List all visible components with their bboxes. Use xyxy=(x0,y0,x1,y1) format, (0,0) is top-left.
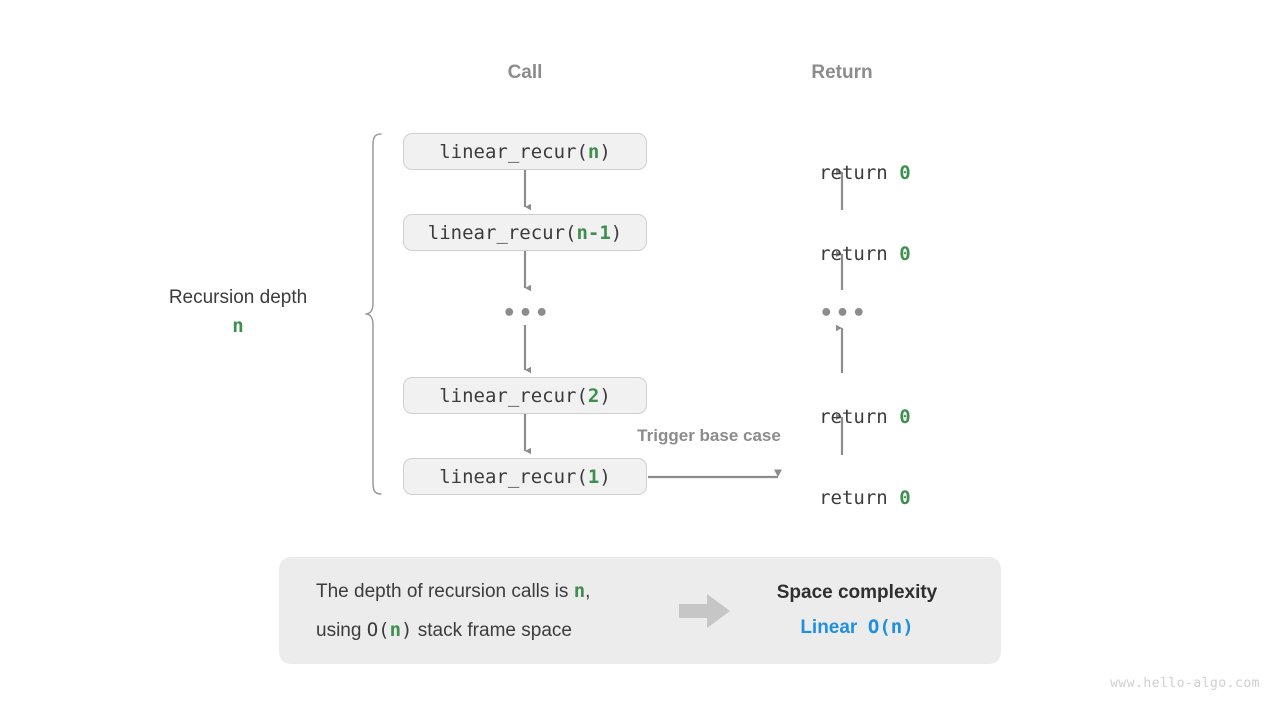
call-frame-box[interactable]: linear_recur(n-1) xyxy=(403,214,647,251)
call-frame-box[interactable]: linear_recur(2) xyxy=(403,377,647,414)
call-frame-box[interactable]: linear_recur(1) xyxy=(403,458,647,495)
complexity-explanation: The depth of recursion calls is n, using… xyxy=(316,572,671,650)
explanation-bigo-close: ) xyxy=(401,618,413,641)
complexity-result: Space complexity Linear O(n) xyxy=(751,576,963,645)
complexity-result-value: Linear O(n) xyxy=(751,610,963,645)
return-value: 0 xyxy=(899,243,911,265)
call-frame-suffix: ) xyxy=(599,140,611,163)
recursion-depth-title: Recursion depth xyxy=(168,287,308,308)
return-value: 0 xyxy=(899,406,911,428)
return-keyword: return xyxy=(819,243,900,265)
call-frame-arg: 2 xyxy=(587,384,600,407)
call-frame-suffix: ) xyxy=(599,465,611,488)
complexity-result-title: Space complexity xyxy=(776,582,938,603)
watermark: www.hello-algo.com xyxy=(1110,676,1260,691)
call-frame-prefix: linear_recur( xyxy=(427,221,577,244)
complexity-explanation-line-1: The depth of recursion calls is n, xyxy=(316,572,671,611)
column-header-call: Call xyxy=(507,62,543,83)
explanation-text-b: , xyxy=(585,580,591,602)
explanation-text-c: using xyxy=(316,619,367,641)
recursion-depth-annotation: Recursion depth n xyxy=(169,285,307,341)
explanation-text-d: stack frame space xyxy=(412,619,572,641)
recursion-depth-value: n xyxy=(232,315,244,337)
return-keyword: return xyxy=(819,162,900,184)
call-frame-arg: n-1 xyxy=(576,221,611,244)
call-frame-arg: n xyxy=(587,140,600,163)
return-keyword: return xyxy=(819,487,900,509)
call-frame-box[interactable]: linear_recur(n) xyxy=(403,133,647,170)
complexity-explanation-line-2: using O(n) stack frame space xyxy=(316,611,671,650)
return-value: 0 xyxy=(899,162,911,184)
explanation-n: n xyxy=(573,579,586,602)
call-frame-suffix: ) xyxy=(610,221,623,244)
return-label: return 0 xyxy=(773,465,911,531)
column-header-return: Return xyxy=(811,62,873,83)
call-frame-prefix: linear_recur( xyxy=(439,140,588,163)
return-keyword: return xyxy=(819,406,900,428)
call-ellipsis: ••• xyxy=(502,301,552,326)
call-frame-prefix: linear_recur( xyxy=(439,384,588,407)
right-arrow-icon xyxy=(679,593,730,628)
call-frame-prefix: linear_recur( xyxy=(439,465,588,488)
return-value: 0 xyxy=(899,487,911,509)
complexity-kind: Linear xyxy=(800,617,858,638)
call-frame-suffix: ) xyxy=(599,384,611,407)
explanation-bigo-n: n xyxy=(389,618,402,641)
call-frame-arg: 1 xyxy=(587,465,600,488)
explanation-bigo-open: O( xyxy=(366,618,390,641)
return-label: return 0 xyxy=(773,221,911,287)
return-label: return 0 xyxy=(773,384,911,450)
complexity-summary-panel: The depth of recursion calls is n, using… xyxy=(279,557,1001,664)
complexity-big-o: O(n) xyxy=(867,616,914,638)
return-label: return 0 xyxy=(773,140,911,206)
return-ellipsis: ••• xyxy=(819,301,869,326)
recursion-depth-brace xyxy=(365,133,382,495)
explanation-text-a: The depth of recursion calls is xyxy=(316,580,574,602)
trigger-base-case-label: Trigger base case xyxy=(637,426,781,445)
